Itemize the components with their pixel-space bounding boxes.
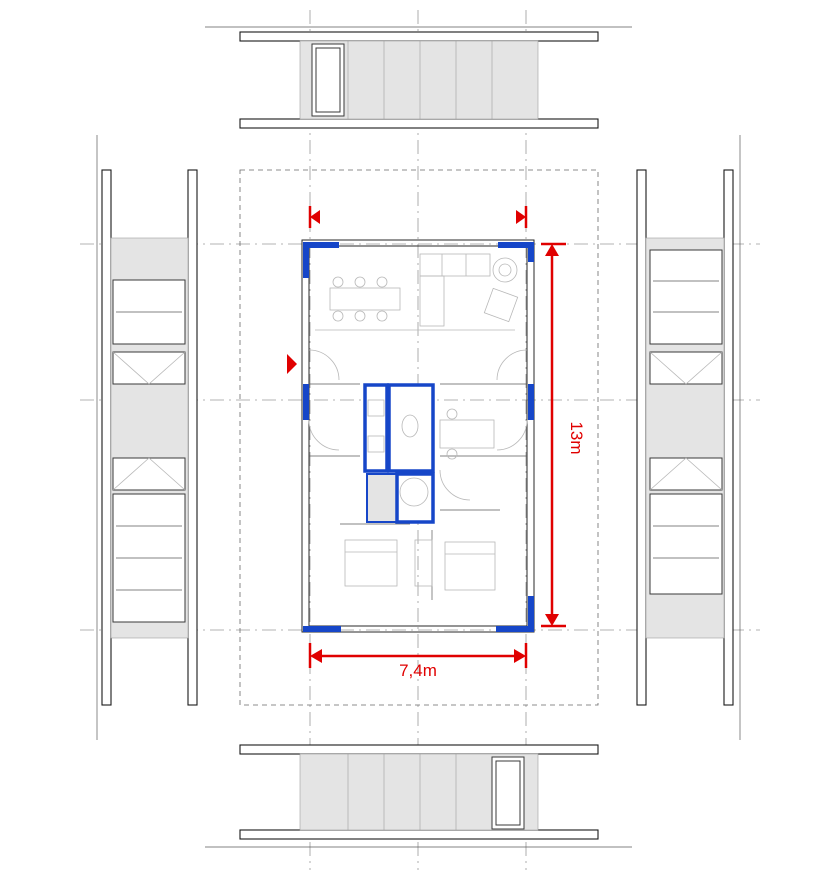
length-label: 13m — [567, 421, 586, 454]
dimension-arrow-icon — [310, 649, 322, 663]
entrance-arrow-icon — [287, 354, 297, 374]
site-boundary — [239, 169, 599, 706]
dimension-arrow-icon — [545, 244, 559, 256]
dimension-arrow-icon — [514, 649, 526, 663]
width-label: 7,4m — [399, 661, 437, 680]
length-dimension: 13m — [541, 242, 586, 628]
elevation-top — [205, 26, 632, 129]
dimension-arrow-icon — [545, 614, 559, 626]
service-core — [363, 383, 389, 473]
structure-corner — [303, 242, 309, 278]
floor-plan — [301, 239, 535, 633]
elevation-right — [636, 135, 741, 740]
top-markers — [308, 206, 528, 228]
width-dimension: 7,4m — [308, 643, 528, 680]
elevation-left — [96, 135, 198, 740]
elevation-bottom — [205, 744, 632, 848]
